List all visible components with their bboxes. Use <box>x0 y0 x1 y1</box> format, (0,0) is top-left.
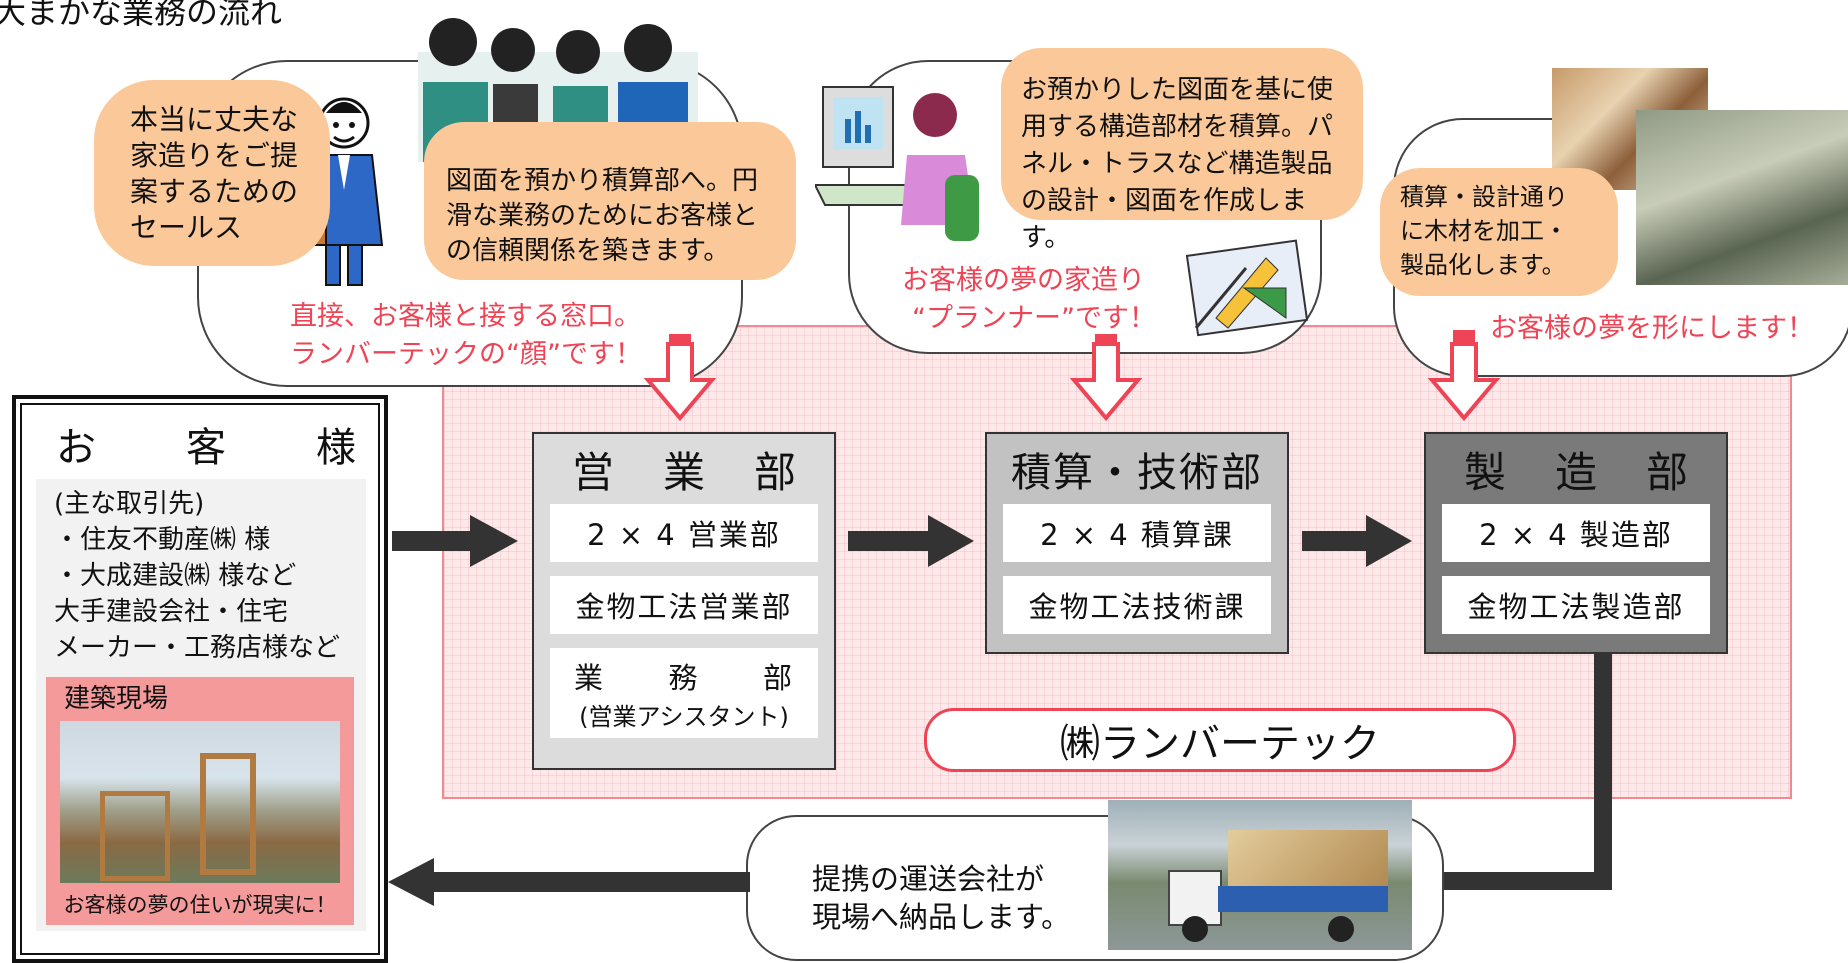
gyomu-subtitle: (営業アシスタント) <box>579 702 789 731</box>
return-flow-horizontal <box>1430 872 1612 890</box>
manufacturing-department-title: 製 造 部 <box>1426 434 1726 504</box>
delivery-text-line-1: 提携の運送会社が <box>812 862 1045 896</box>
manufacturing-2x4-section: 2 × 4 製造部 <box>1442 504 1710 562</box>
estimation-red-line-1: お客様の夢の家造り <box>902 265 1145 296</box>
sales-bubble-1-text: 本当に丈夫な家造りをご提案するためのセールス <box>130 103 299 244</box>
delivery-truck-photo <box>1108 800 1412 950</box>
manufacturing-hardware-section: 金物工法製造部 <box>1442 576 1710 634</box>
title-char: 営 <box>572 447 615 497</box>
customer-title: お 客 様 <box>56 415 356 473</box>
delivery-text-line-2: 現場へ納品します。 <box>812 900 1071 934</box>
construction-site-label: 建築現場 <box>64 684 169 714</box>
manufacturing-bubble: 積算・設計通りに木材を加工・製品化します。 <box>1380 168 1618 296</box>
manufacturing-bubble-text: 積算・設計通りに木材を加工・製品化します。 <box>1400 183 1568 279</box>
gyomu-title: 業 務 部 <box>574 655 794 697</box>
estimation-department: 積算・技術部 2 × 4 積算課 金物工法技術課 <box>985 432 1289 654</box>
title-char: 務 <box>668 660 700 695</box>
title-char: 業 <box>574 660 606 695</box>
title-char: 業 <box>662 447 705 497</box>
title-char: 製 <box>1464 447 1507 497</box>
return-flow-vertical <box>1594 652 1612 890</box>
customer-title-char-1: お <box>56 425 96 471</box>
arrow-to-customer <box>388 858 750 906</box>
estimation-department-title: 積算・技術部 <box>1011 450 1263 496</box>
title-char: 部 <box>1645 447 1688 497</box>
arrow-sales-to-estimation <box>848 515 974 567</box>
sales-hardware-section: 金物工法営業部 <box>550 576 818 634</box>
construction-site-caption: お客様の夢の住いが現実に！ <box>63 893 337 917</box>
sales-department: 営 業 部 2 × 4 営業部 金物工法営業部 業 務 部 (営業アシスタント) <box>532 432 836 770</box>
manufacturing-red-line: お客様の夢を形にします！ <box>1490 313 1814 344</box>
customer-line: ・大成建設㈱ 様など <box>54 561 297 591</box>
down-arrow-estimation <box>1070 334 1142 422</box>
arrow-customer-to-sales <box>392 515 518 567</box>
estimation-bubble-text: お預かりした図面を基に使用する構造部材を積算。パネル・トラスなど構造製品の設計・… <box>1021 75 1334 253</box>
customer-line: (主な取引先) <box>54 489 205 519</box>
title-char: 部 <box>753 447 796 497</box>
manufacturing-department: 製 造 部 2 × 4 製造部 金物工法製造部 <box>1424 432 1728 654</box>
company-name-badge: ㈱ランバーテック <box>924 708 1516 772</box>
customer-info-panel: (主な取引先) ・住友不動産㈱ 様 ・大成建設㈱ 様など 大手建設会社・住宅 メ… <box>36 479 366 931</box>
estimation-2x4-section: 2 × 4 積算課 <box>1003 504 1271 562</box>
customer-box: お 客 様 (主な取引先) ・住友不動産㈱ 様 ・大成建設㈱ 様など 大手建設会… <box>12 395 388 963</box>
construction-site-photo <box>60 721 340 883</box>
page-title: 大まかな業務の流れ <box>0 0 283 31</box>
sales-red-line-2: ランバーテックの“顔”です！ <box>290 339 642 370</box>
customer-line: ・住友不動産㈱ 様 <box>54 525 271 555</box>
construction-site-panel: 建築現場 お客様の夢の住いが現実に！ <box>46 677 354 925</box>
sales-2x4-section: 2 × 4 営業部 <box>550 504 818 562</box>
estimation-red-line-2: “プランナー”です！ <box>912 303 1156 334</box>
customer-title-char-3: 様 <box>316 425 356 471</box>
sales-red-line-1: 直接、お客様と接する窓口。 <box>290 301 641 332</box>
sales-department-title: 営 業 部 <box>534 434 834 504</box>
computer-worker-illustration <box>815 86 979 241</box>
sales-bubble-2-text: 図面を預かり積算部へ。円滑な業務のためにお客様との信頼関係を築きます。 <box>446 166 759 266</box>
company-name: ㈱ランバーテック <box>1060 721 1380 767</box>
estimation-bubble: お預かりした図面を基に使用する構造部材を積算。パネル・トラスなど構造製品の設計・… <box>1001 48 1363 253</box>
blueprint-tools-illustration <box>1186 239 1309 337</box>
factory-photo <box>1636 110 1848 285</box>
sales-bubble-1: 本当に丈夫な家造りをご提案するためのセールス <box>94 80 330 266</box>
customer-title-char-2: 客 <box>186 425 226 471</box>
sales-bubble-2: 図面を預かり積算部へ。円滑な業務のためにお客様との信頼関係を築きます。 <box>424 122 796 280</box>
gyomu-section: 業 務 部 (営業アシスタント) <box>550 648 818 738</box>
estimation-hardware-section: 金物工法技術課 <box>1003 576 1271 634</box>
customer-line: メーカー・工務店様など <box>54 633 341 663</box>
arrow-estimation-to-manufacturing <box>1302 515 1412 567</box>
title-char: 部 <box>762 660 794 695</box>
customer-line: 大手建設会社・住宅 <box>54 597 289 627</box>
title-char: 造 <box>1554 447 1597 497</box>
down-arrow-sales <box>644 334 716 422</box>
down-arrow-manufacturing <box>1428 330 1500 422</box>
